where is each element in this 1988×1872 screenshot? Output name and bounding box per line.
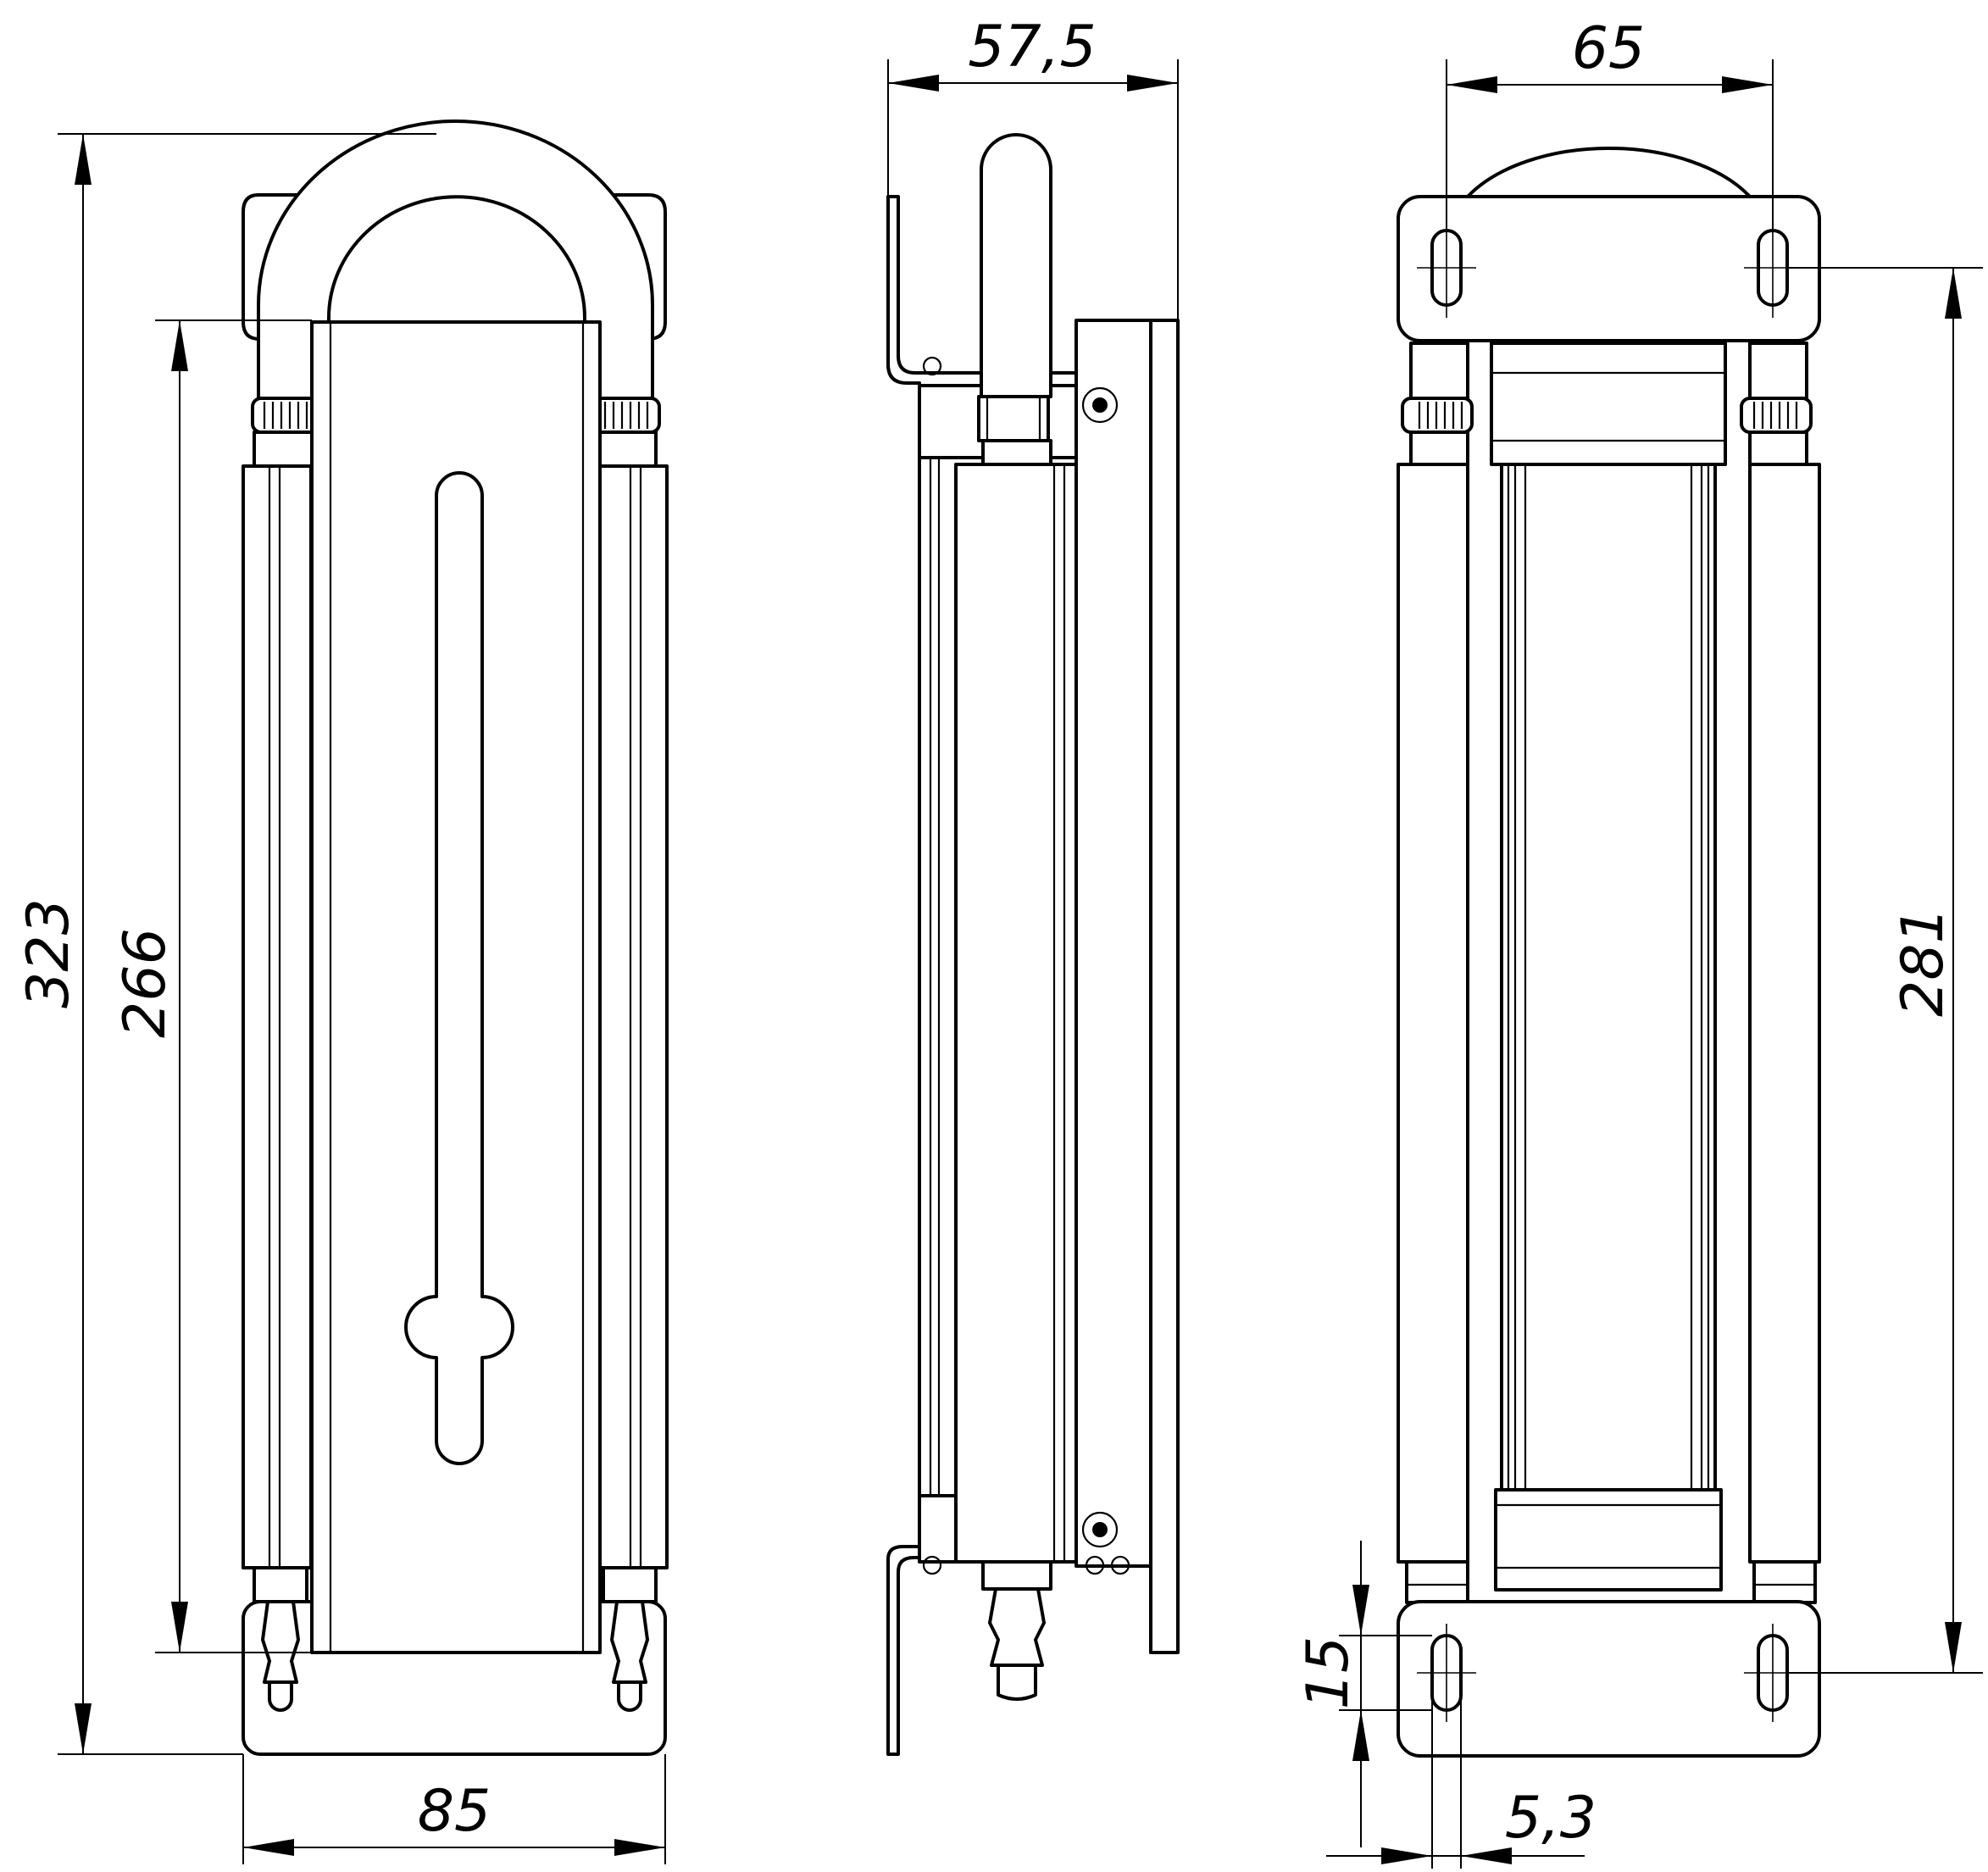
front-u-tube	[257, 119, 654, 400]
back-lower-strap	[1494, 1488, 1723, 1591]
side-view	[886, 133, 1180, 1756]
back-right-tube	[1748, 463, 1821, 1564]
back-view	[1397, 146, 1821, 1758]
back-bottom-plate	[1397, 1600, 1821, 1758]
dim-266	[155, 319, 312, 1653]
front-scale-plate	[310, 320, 602, 1654]
back-channel	[1500, 463, 1717, 1491]
side-bottom-clamp	[918, 1494, 958, 1564]
back-tube-crown	[1466, 146, 1752, 198]
side-top-bracket	[886, 195, 1078, 385]
label-266: 266	[112, 928, 179, 1038]
side-bottom-bracket	[886, 1545, 921, 1756]
back-upper-strap	[1490, 342, 1727, 466]
side-top-screw	[1081, 386, 1119, 424]
label-323: 323	[15, 898, 82, 1008]
dim-57-5	[887, 59, 1179, 320]
front-left-tube	[242, 464, 313, 1569]
front-scale-slot	[404, 471, 514, 1465]
dim-5-3	[1326, 1673, 1585, 1869]
front-view	[242, 119, 669, 1756]
label-65: 65	[1572, 15, 1646, 82]
side-wall-plate	[1149, 319, 1180, 1654]
front-left-clamp	[251, 397, 320, 434]
label-281: 281	[1890, 907, 1957, 1017]
dim-281	[1787, 267, 1983, 1674]
front-right-clamp	[591, 397, 661, 434]
side-upright-tube	[980, 133, 1052, 398]
front-left-fitting	[253, 1566, 308, 1712]
label-5-3: 5,3	[1505, 1785, 1597, 1852]
label-57-5: 57,5	[968, 14, 1096, 81]
back-left-clamp	[1401, 397, 1474, 434]
label-15: 15	[1295, 1636, 1362, 1710]
back-right-clamp	[1740, 397, 1813, 434]
dim-65	[1446, 59, 1774, 231]
dim-85	[242, 1754, 666, 1864]
front-right-fitting	[602, 1566, 658, 1712]
dim-323	[58, 133, 436, 1755]
side-bottom-screw	[1081, 1511, 1119, 1548]
side-tube-body	[954, 463, 1078, 1564]
back-left-tube	[1397, 463, 1469, 1564]
label-85: 85	[418, 1778, 491, 1845]
front-right-tube	[597, 464, 669, 1569]
dim-15	[1339, 1541, 1432, 1847]
